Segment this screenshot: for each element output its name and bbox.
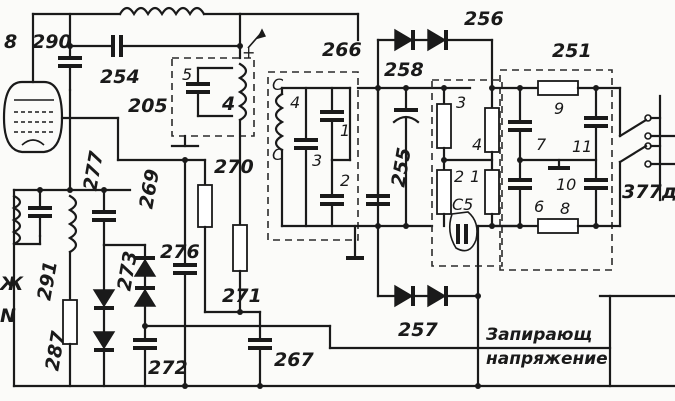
c254-label: 254 <box>100 66 140 88</box>
c266-pin4: 4 <box>290 93 300 112</box>
t205-pin5: 5 <box>182 65 192 84</box>
capacitor-icon <box>448 211 478 252</box>
mid-pin4: 4 <box>472 135 482 154</box>
f251-pin8: 8 <box>560 199 570 218</box>
c269-label: 269 <box>135 168 164 211</box>
inductor-icon <box>11 194 22 246</box>
svg-text:+: + <box>242 43 255 62</box>
r287-label: 287 <box>41 329 70 373</box>
diode-icon <box>394 284 415 308</box>
t205-box <box>171 57 255 137</box>
r270-label: 270 <box>214 156 254 178</box>
c291-label: 291 <box>33 259 62 302</box>
s377-label: 377д <box>622 181 675 203</box>
r276-label: 276 <box>160 241 200 263</box>
annotation-line1: Запирающ <box>485 325 592 345</box>
diode-icon <box>427 28 448 52</box>
inductor-icon <box>274 92 285 152</box>
c266-box <box>267 71 359 241</box>
inductor-icon <box>118 6 206 17</box>
svg-text:N: N <box>0 305 16 327</box>
f251-pin6: 6 <box>534 197 544 216</box>
f251-pin9: 9 <box>554 99 564 118</box>
f251-pin10: 10 <box>556 175 576 194</box>
tube-pin-label: 8 <box>4 31 17 53</box>
c267-label: 267 <box>274 349 314 371</box>
vacuum-tube-icon <box>2 80 64 154</box>
mid-pin3: 3 <box>456 93 466 112</box>
inductor-icon <box>237 62 248 122</box>
annotation-line2: напряжение <box>486 349 608 369</box>
f251-pin7: 7 <box>536 135 547 154</box>
c5-label: C5 <box>452 195 473 214</box>
c266-label: 266 <box>322 39 362 61</box>
f251-label: 251 <box>552 40 592 62</box>
mid-pin1: 1 <box>470 167 480 186</box>
c266-cB: C <box>272 145 284 164</box>
c266-pin1: 1 <box>340 121 350 140</box>
d257-label: 257 <box>398 319 438 341</box>
c266-pin2: 2 <box>340 171 350 190</box>
mid-box <box>431 79 503 267</box>
diode-icon <box>133 286 157 307</box>
c266-pin3: 3 <box>312 151 322 170</box>
t205-pin4: 4 <box>221 93 235 115</box>
c266-cA: C <box>272 75 284 94</box>
switch-icon <box>618 114 652 168</box>
diode-icon <box>394 28 415 52</box>
c290-label: 290 <box>32 31 72 53</box>
diode-icon <box>92 289 116 310</box>
d258-label: 258 <box>384 59 424 81</box>
svg-text:Ж: Ж <box>0 273 24 295</box>
inductor-icon <box>67 194 78 254</box>
c272-label: 272 <box>148 357 188 379</box>
r271-label: 271 <box>222 285 262 307</box>
c277-label: 277 <box>79 149 108 193</box>
d256-label: 256 <box>464 8 504 30</box>
diode-icon <box>427 284 448 308</box>
c255-label: 255 <box>387 146 416 189</box>
f251-pin11: 11 <box>572 137 592 156</box>
mid-pin2: 2 <box>454 167 464 186</box>
t205-label: 205 <box>128 95 168 117</box>
diode-icon <box>92 331 116 352</box>
